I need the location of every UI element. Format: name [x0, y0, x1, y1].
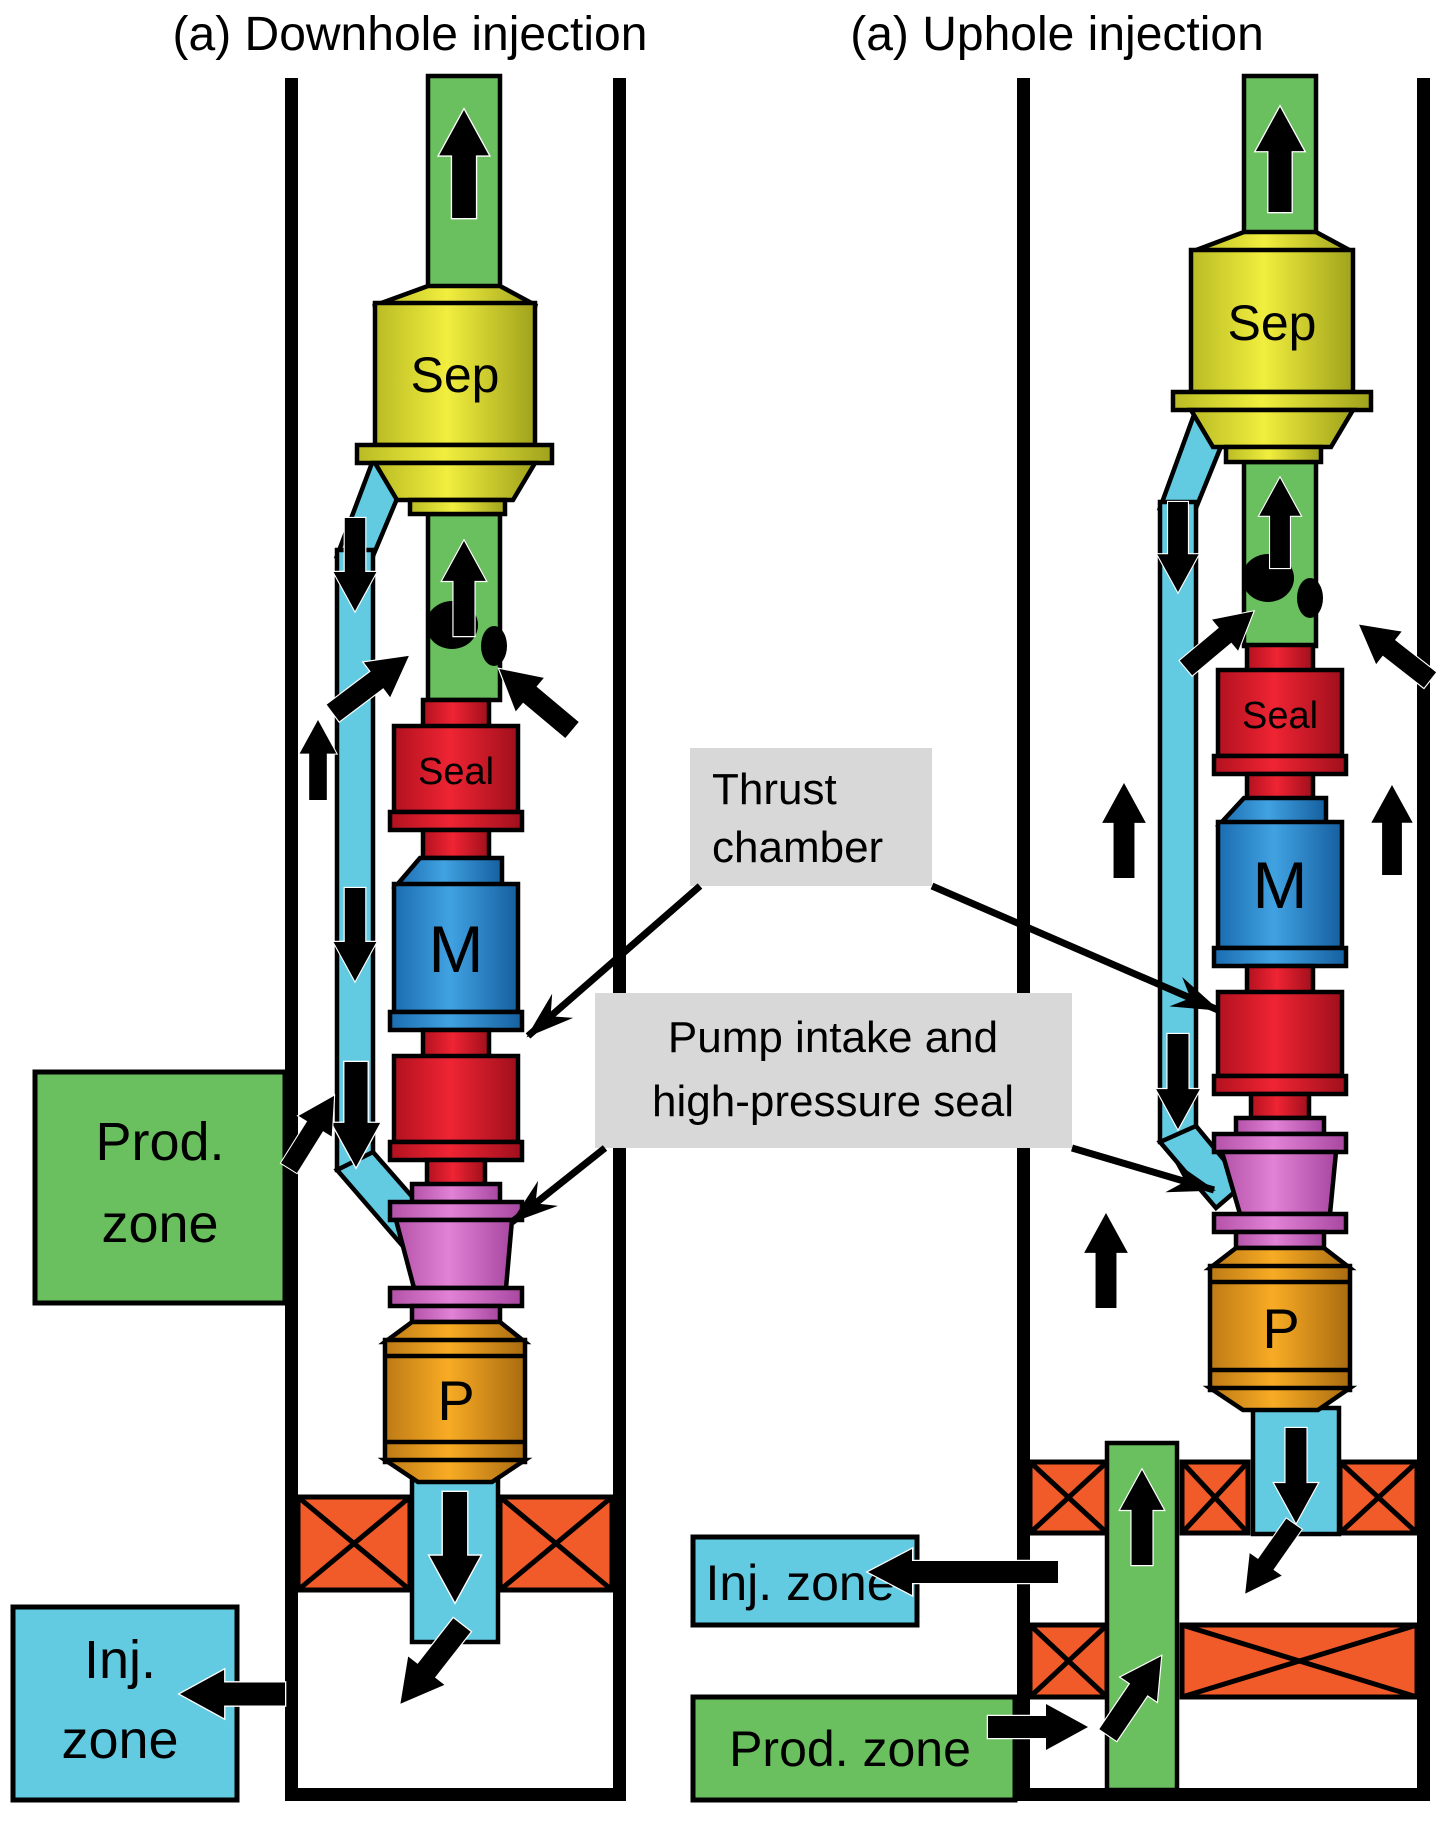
- left-separator-label: Sep: [411, 347, 500, 403]
- left-annulus-up-arrow: [298, 718, 338, 802]
- right-pump-intake: [1211, 1115, 1349, 1251]
- right-separator: Sep: [1170, 229, 1374, 465]
- left-casing-right-wall: [613, 78, 626, 1801]
- pump-intake-callout: Pump intake and high-pressure seal: [595, 993, 1072, 1148]
- right-thrust-chamber: [1211, 963, 1349, 1121]
- right-lower-packer: [1027, 1622, 1420, 1700]
- right-seal-label: Seal: [1242, 695, 1318, 737]
- pump-intake-callout-line1: Pump intake and: [668, 1013, 998, 1062]
- left-casing-bottom: [285, 1788, 626, 1801]
- right-lower-annulus-up-arrow: [1082, 1211, 1130, 1310]
- left-thrust-chamber: [387, 1027, 525, 1189]
- right-casing-left-wall: [1017, 78, 1030, 1801]
- right-inj-zone-label: Inj. zone: [705, 1555, 894, 1611]
- right-panel-title: (a) Uphole injection: [850, 8, 1264, 61]
- right-motor-label: M: [1253, 848, 1308, 922]
- right-casing-right-wall: [1417, 78, 1430, 1801]
- right-annulus-up-arrow-left: [1100, 781, 1148, 880]
- thrust-leader-left: [525, 883, 703, 1039]
- left-seal-section: Seal: [387, 697, 525, 861]
- thrust-leader-right: [930, 882, 1220, 1014]
- right-motor: M: [1211, 795, 1349, 969]
- left-seal-label: Seal: [418, 751, 494, 793]
- thrust-callout-line1: Thrust: [712, 765, 837, 814]
- left-prod-zone-label-line2: zone: [101, 1194, 218, 1254]
- right-annulus-up-arrow-right: [1370, 783, 1414, 877]
- thrust-chamber-callout: Thrust chamber: [690, 748, 932, 886]
- left-intake-port-small: [481, 626, 507, 666]
- right-pump-label: P: [1262, 1297, 1299, 1360]
- left-pump: P: [377, 1319, 533, 1485]
- right-upper-packer: [1027, 1459, 1420, 1536]
- right-casing-bottom: [1017, 1788, 1430, 1801]
- pump-intake-leader-left: [509, 1145, 608, 1225]
- left-pump-label: P: [437, 1369, 474, 1432]
- left-motor: M: [387, 855, 525, 1033]
- right-inj-zone-box: Inj. zone: [690, 1534, 920, 1628]
- left-prod-zone-box: Prod. zone: [32, 1069, 288, 1306]
- right-intake-port-small: [1297, 578, 1323, 618]
- right-pump: P: [1202, 1245, 1358, 1413]
- left-prod-zone-label-line1: Prod.: [95, 1112, 224, 1172]
- left-inj-zone-label-line1: Inj.: [84, 1630, 156, 1690]
- pump-intake-leader-right: [1071, 1144, 1216, 1194]
- right-prod-zone-label: Prod. zone: [729, 1721, 971, 1777]
- left-inj-zone-label-line2: zone: [61, 1710, 178, 1770]
- left-casing-left-wall: [285, 78, 298, 1801]
- left-packer: [295, 1494, 615, 1593]
- left-motor-label: M: [429, 912, 484, 986]
- right-seal-section: Seal: [1211, 642, 1349, 803]
- right-prod-zone-box: Prod. zone: [690, 1694, 1018, 1803]
- left-pump-intake: [387, 1181, 525, 1325]
- pump-intake-callout-line2: high-pressure seal: [652, 1077, 1014, 1126]
- left-panel-title: (a) Downhole injection: [173, 8, 648, 61]
- right-separator-label: Sep: [1228, 295, 1317, 351]
- thrust-callout-line2: chamber: [712, 823, 883, 872]
- left-separator: Sep: [354, 283, 555, 517]
- right-inj-outflow-arrow: [865, 1546, 1060, 1598]
